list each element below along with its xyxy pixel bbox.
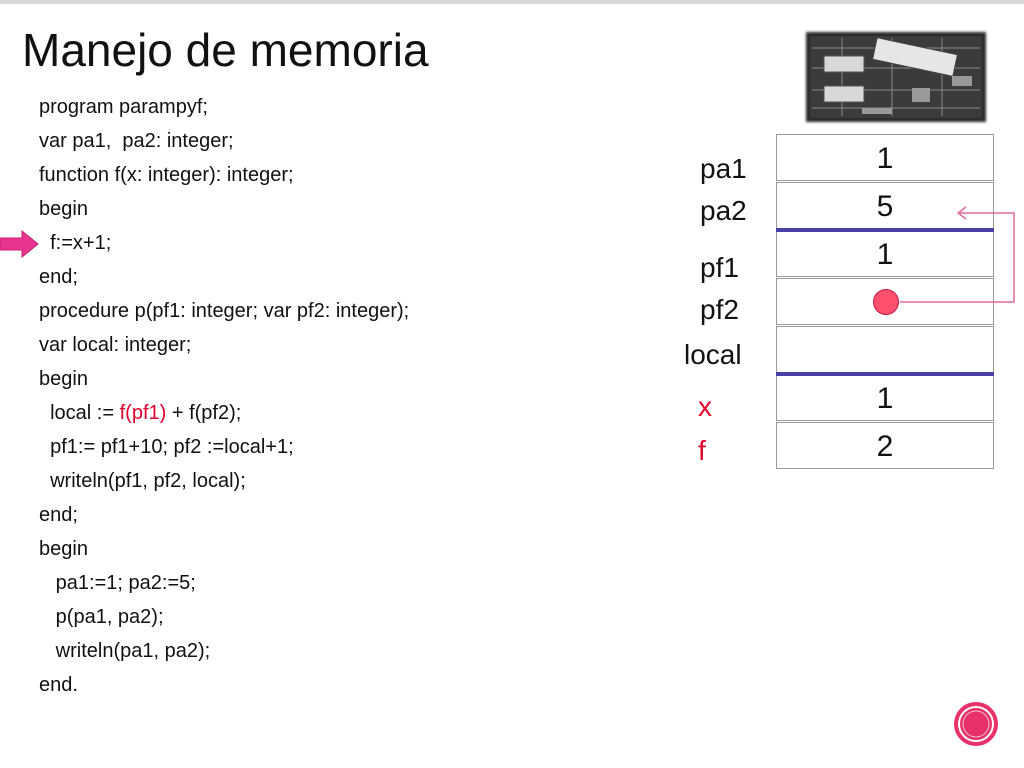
- code-listing: program parampyf; var pa1, pa2: integer;…: [39, 90, 409, 702]
- code-line: end.: [39, 674, 78, 696]
- code-line: writeln(pf1, pf2, local);: [39, 470, 246, 492]
- memory-label-x: x: [698, 391, 712, 422]
- memory-cell-f: 2: [776, 422, 994, 469]
- memory-label-pf2: pf2: [700, 294, 739, 325]
- slide-title: Manejo de memoria: [22, 24, 429, 76]
- code-line: end;: [39, 504, 78, 526]
- code-line: procedure p(pf1: integer; var pf2: integ…: [39, 300, 410, 322]
- reference-dot-icon: [873, 289, 899, 315]
- memory-label-pa2: pa2: [700, 195, 747, 226]
- code-line: end;: [39, 266, 78, 288]
- memory-label-pa1: pa1: [700, 153, 747, 184]
- code-line: pa1:=1; pa2:=5;: [39, 572, 196, 594]
- right-arrow-icon: [0, 229, 39, 259]
- code-highlight-call: f(pf1): [119, 402, 167, 424]
- code-line: p(pa1, pa2);: [39, 606, 164, 628]
- frame-separator: [776, 372, 994, 376]
- nav-circle-icon[interactable]: [952, 700, 1000, 748]
- code-line-current: f:=x+1;: [39, 232, 112, 254]
- code-line: pf1:= pf1+10; pf2 :=local+1;: [39, 436, 294, 458]
- memory-label-pf1: pf1: [700, 252, 739, 283]
- memory-chip-photo: [806, 32, 986, 122]
- memory-cell-pa1: 1: [776, 134, 994, 181]
- code-line: begin: [39, 368, 88, 390]
- code-line-local: local := f(pf1) + f(pf2);: [39, 396, 409, 430]
- code-local-suffix: + f(pf2);: [166, 402, 242, 424]
- code-line: begin: [39, 538, 88, 560]
- code-line: var pa1, pa2: integer;: [39, 130, 234, 152]
- memory-label-f: f: [698, 435, 706, 466]
- code-line: program parampyf;: [39, 96, 208, 118]
- code-line: begin: [39, 198, 88, 220]
- code-line: var local: integer;: [39, 334, 192, 356]
- code-local-prefix: local :=: [39, 402, 120, 424]
- memory-label-local: local: [684, 339, 742, 370]
- top-rule: [0, 0, 1024, 4]
- frame-separator: [776, 228, 994, 232]
- code-line: writeln(pa1, pa2);: [39, 640, 211, 662]
- code-line: function f(x: integer): integer;: [39, 164, 294, 186]
